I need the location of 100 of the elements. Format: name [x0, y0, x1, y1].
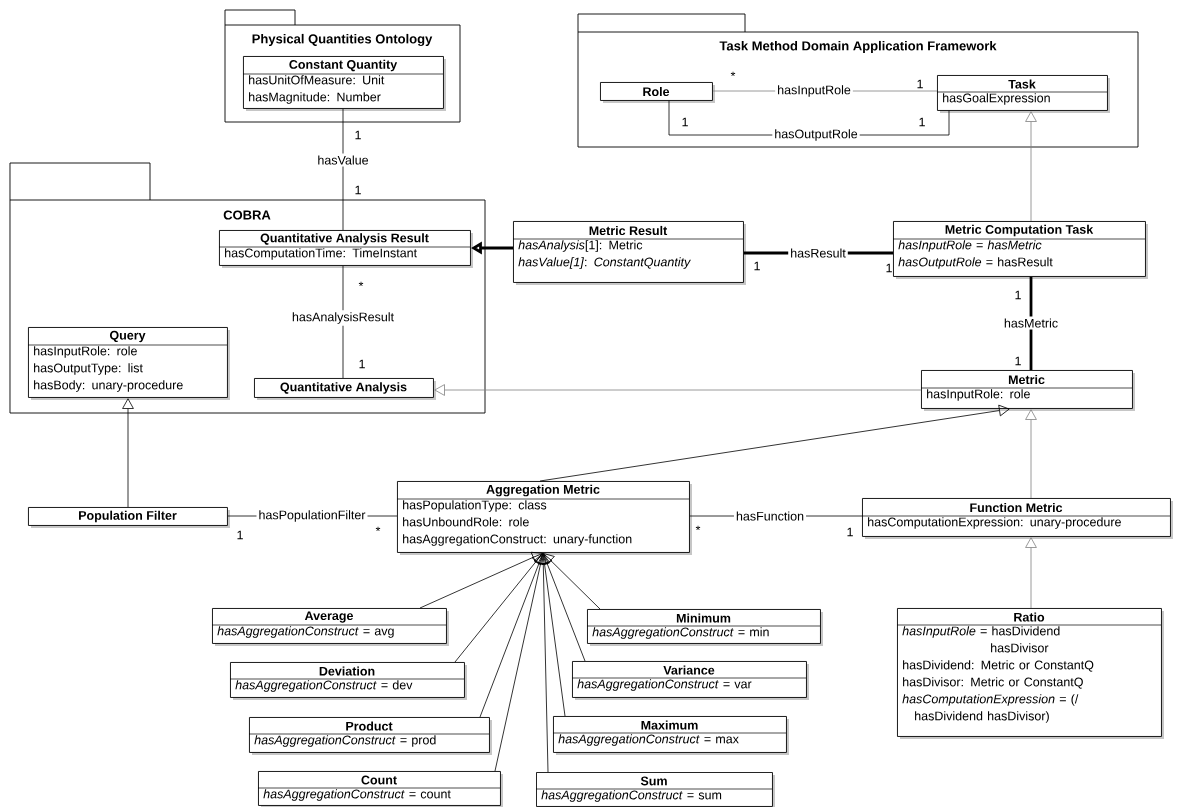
attribute-text: hasAggregationConstruct: unary-function [403, 534, 632, 546]
connector [494, 553, 547, 772]
multiplicity: 1 [355, 130, 361, 140]
edge-label: hasValue [315, 153, 371, 167]
connector [541, 553, 586, 662]
class-box [600, 82, 715, 103]
class-box [892, 221, 1148, 279]
multiplicity: 1 [355, 185, 361, 195]
class-name: Average [304, 611, 353, 623]
class-box [27, 327, 230, 400]
class-box [512, 221, 746, 285]
package-title: COBRA [223, 210, 271, 220]
class-name: Query [109, 330, 146, 343]
connector [1025, 409, 1037, 499]
class-name: Count [361, 775, 397, 785]
attribute-text: hasValue[1]: ConstantQuantity [518, 257, 691, 269]
class-name: Metric Result [589, 225, 668, 236]
connector [539, 404, 1010, 482]
attribute-text: hasUnitOfMeasure: Unit [249, 75, 385, 85]
class-box [242, 56, 446, 111]
connector [1029, 276, 1033, 370]
attribute-text: hasComputationTime: TimeInstant [225, 248, 417, 260]
connector [1025, 537, 1037, 609]
connector [537, 553, 550, 773]
edge-label: hasPopulationFilter [256, 508, 368, 524]
multiplicity: 1 [682, 117, 688, 127]
attribute-text: hasAggregationConstruct = sum [541, 790, 722, 802]
connector [543, 553, 601, 610]
multiplicity: 1 [237, 530, 243, 540]
class-name: Variance [663, 665, 715, 675]
multiplicity: 1 [847, 527, 853, 537]
connector [479, 553, 545, 718]
multiplicity: 1 [1015, 290, 1021, 300]
class-box [229, 662, 467, 700]
class-name: Metric [1008, 374, 1045, 385]
class-box [248, 717, 492, 755]
class-name: Role [643, 86, 670, 97]
multiplicity: * [375, 526, 381, 532]
class-box [218, 230, 473, 268]
attribute-text: hasUnboundRole: role [403, 517, 529, 527]
class-name: Task [1008, 79, 1036, 89]
class-box [920, 370, 1135, 411]
multiplicity: * [730, 71, 736, 77]
class-name: Minimum [676, 613, 731, 623]
connector [419, 551, 543, 609]
attribute-text: hasAggregationConstruct = avg [217, 626, 394, 638]
attribute-text: hasMagnitude: Number [249, 92, 381, 104]
class-box [861, 498, 1173, 539]
class-box [571, 661, 809, 700]
package-title: Task Method Domain Application Framework [719, 40, 997, 54]
edge-label: hasFunction [733, 509, 807, 523]
class-box [254, 378, 436, 400]
attribute-text: hasPopulationType: class [403, 500, 547, 512]
attribute-text: hasComputationExpression = (/ hasDividend hasDivisor) [902, 694, 1079, 723]
multiplicity: 1 [917, 79, 923, 89]
class-name: Product [346, 721, 393, 731]
attribute-text: hasAggregationConstruct = prod [254, 735, 436, 747]
class-name: Function Metric [970, 502, 1063, 513]
class-name: Quantitative Analysis [280, 382, 407, 394]
attribute-text: hasInputRole: role [34, 346, 137, 358]
class-name: Sum [640, 776, 667, 786]
class-name: Ratio [1014, 612, 1045, 622]
multiplicity: 1 [359, 359, 365, 369]
attribute-text: hasDivisor: Metric or ConstantQ [903, 677, 1083, 689]
class-box [211, 608, 449, 646]
attribute-text: hasAnalysis[1]: Metric [518, 240, 643, 252]
connector [434, 384, 922, 396]
connector [342, 108, 344, 231]
class-name: Metric Computation Task [945, 224, 1094, 237]
multiplicity: * [358, 281, 364, 287]
attribute-text: hasInputRole = hasMetric [898, 240, 1042, 252]
class-box [396, 481, 692, 555]
multiplicity: * [695, 525, 701, 531]
attribute-text: hasAggregationConstruct = count [263, 789, 451, 801]
attribute-text: hasAggregationConstruct = min [592, 627, 769, 639]
class-box [552, 716, 789, 755]
multiplicity: 1 [754, 261, 760, 271]
class-name: Deviation [319, 666, 375, 676]
multiplicity: 1 [1015, 356, 1021, 366]
attribute-text: hasComputationExpression: unary-procedure [868, 517, 1121, 529]
multiplicity: 1 [919, 117, 925, 127]
package-title: Physical Quantities Ontology [252, 33, 433, 47]
attribute-text: hasBody: unary-procedure [34, 380, 183, 392]
attribute-text: hasOutputType: list [34, 363, 143, 375]
connector [1025, 111, 1037, 222]
attribute-text: hasOutputRole = hasResult [898, 257, 1053, 269]
multiplicity: 1 [886, 263, 892, 273]
attribute-text: hasDividend: Metric or ConstantQ [903, 660, 1094, 672]
class-name: Aggregation Metric [486, 484, 600, 497]
class-name: Quantitative Analysis Result [260, 233, 429, 245]
connector [122, 398, 134, 508]
edge-label: hasMetric [1001, 316, 1061, 330]
class-name: Population Filter [79, 510, 177, 523]
edge-label: hasResult [788, 246, 848, 260]
class-box [586, 609, 823, 646]
class-name: Constant Quantity [289, 59, 398, 72]
attribute-text: hasGoalExpression [943, 93, 1050, 105]
class-box [936, 75, 1110, 113]
connector [342, 265, 344, 379]
class-box [28, 507, 230, 528]
